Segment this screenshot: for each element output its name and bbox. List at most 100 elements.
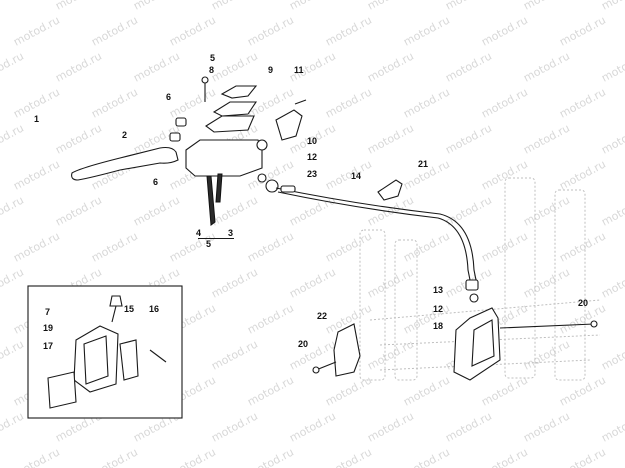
leader-line [198, 238, 234, 239]
watermark-text: motod.ru [53, 121, 104, 156]
watermark-text: motod.ru [599, 49, 625, 84]
callout-11: 11 [294, 65, 304, 75]
watermark-text: motod.ru [245, 13, 296, 48]
callout-3: 3 [228, 228, 234, 238]
callout-19: 19 [43, 323, 54, 333]
watermark-text: motod.ru [0, 0, 26, 13]
watermark-text: motod.ru [401, 445, 452, 468]
callout-20-left: 20 [298, 339, 309, 349]
mounting-bracket [312, 323, 361, 377]
callout-22: 22 [317, 311, 328, 321]
callout-21: 21 [418, 159, 429, 169]
watermark-text: motod.ru [599, 0, 625, 13]
watermark-text: motod.ru [557, 85, 608, 120]
watermark-text: motod.ru [479, 85, 530, 120]
watermark-text: motod.ru [0, 121, 26, 156]
callout-9: 9 [268, 65, 274, 75]
watermark-text: motod.ru [131, 49, 182, 84]
watermark-text: motod.ru [11, 157, 62, 192]
watermark-text: motod.ru [365, 337, 416, 372]
callout-7: 7 [45, 307, 51, 317]
watermark-text: motod.ru [443, 49, 494, 84]
watermark-text: motod.ru [0, 265, 26, 300]
watermark-text: motod.ru [245, 445, 296, 468]
watermark-text: motod.ru [209, 265, 260, 300]
watermark-text: motod.ru [401, 13, 452, 48]
watermark-text: motod.ru [245, 301, 296, 336]
watermark-text: motod.ru [131, 193, 182, 228]
callout-14: 14 [351, 171, 362, 181]
inset-caliper-exploded-view [27, 285, 183, 419]
watermark-text: motod.ru [167, 13, 218, 48]
watermark-text: motod.ru [0, 193, 26, 228]
watermark-text: motod.ru [599, 193, 625, 228]
watermark-text: motod.ru [11, 445, 62, 468]
watermark-text: motod.ru [599, 265, 625, 300]
watermark-text: motod.ru [479, 13, 530, 48]
callout-10: 10 [307, 136, 318, 146]
watermark-text: motod.ru [0, 337, 26, 372]
watermark-text: motod.ru [557, 445, 608, 468]
watermark-text: motod.ru [365, 409, 416, 444]
watermark-text: motod.ru [557, 229, 608, 264]
watermark-text: motod.ru [557, 157, 608, 192]
callout-13: 13 [433, 285, 444, 295]
watermark-text: motod.ru [287, 337, 338, 372]
master-cylinder [169, 85, 263, 226]
watermark-text: motod.ru [287, 0, 338, 13]
brake-lever [71, 146, 179, 181]
callout-5-bottom: 5 [206, 239, 212, 249]
watermark-text: motod.ru [479, 373, 530, 408]
watermark-text: motod.ru [11, 229, 62, 264]
watermark-text: motod.ru [209, 337, 260, 372]
callout-17: 17 [43, 341, 54, 351]
watermark-text: motod.ru [11, 13, 62, 48]
watermark-text: motod.ru [53, 193, 104, 228]
watermark-text: motod.ru [323, 13, 374, 48]
watermark-text: motod.ru [599, 337, 625, 372]
watermark-text: motod.ru [521, 409, 572, 444]
watermark-text: motod.ru [443, 0, 494, 13]
watermark-text: motod.ru [521, 0, 572, 13]
callout-5-top: 5 [210, 53, 216, 63]
watermark-text: motod.ru [209, 49, 260, 84]
watermark-text: motod.ru [401, 85, 452, 120]
watermark-text: motod.ru [0, 49, 26, 84]
watermark-text: motod.ru [209, 0, 260, 13]
watermark-text: motod.ru [401, 229, 452, 264]
callout-1: 1 [34, 114, 40, 124]
watermark-text: motod.ru [323, 229, 374, 264]
watermark-text: motod.ru [287, 265, 338, 300]
watermark-text: motod.ru [89, 229, 140, 264]
watermark-text: motod.ru [521, 265, 572, 300]
watermark-text: motod.ru [401, 373, 452, 408]
brake-hose [257, 173, 479, 303]
callout-6-bottom: 6 [153, 177, 159, 187]
watermark-text: motod.ru [401, 301, 452, 336]
watermark-text: motod.ru [521, 193, 572, 228]
banjo-fitting [256, 99, 307, 151]
watermark-text: motod.ru [365, 265, 416, 300]
watermark-text: motod.ru [323, 157, 374, 192]
watermark-text: motod.ru [89, 85, 140, 120]
watermark-text: motod.ru [131, 0, 182, 13]
watermark-text: motod.ru [89, 445, 140, 468]
callout-2: 2 [122, 130, 128, 140]
watermark-text: motod.ru [245, 373, 296, 408]
watermark-text: motod.ru [365, 49, 416, 84]
watermark-text: motod.ru [599, 121, 625, 156]
watermark-text: motod.ru [365, 0, 416, 13]
watermark-text: motod.ru [521, 121, 572, 156]
hose-clip [377, 179, 403, 201]
callout-4: 4 [196, 228, 202, 238]
callout-8: 8 [209, 65, 215, 75]
callout-12-top: 12 [307, 152, 318, 162]
watermark-text: motod.ru [287, 409, 338, 444]
brake-caliper [453, 307, 598, 381]
watermark-text: motod.ru [53, 0, 104, 13]
watermark-text: motod.ru [443, 409, 494, 444]
callout-12-bottom: 12 [433, 304, 444, 314]
watermark-text: motod.ru [89, 13, 140, 48]
callout-6-top: 6 [166, 92, 172, 102]
